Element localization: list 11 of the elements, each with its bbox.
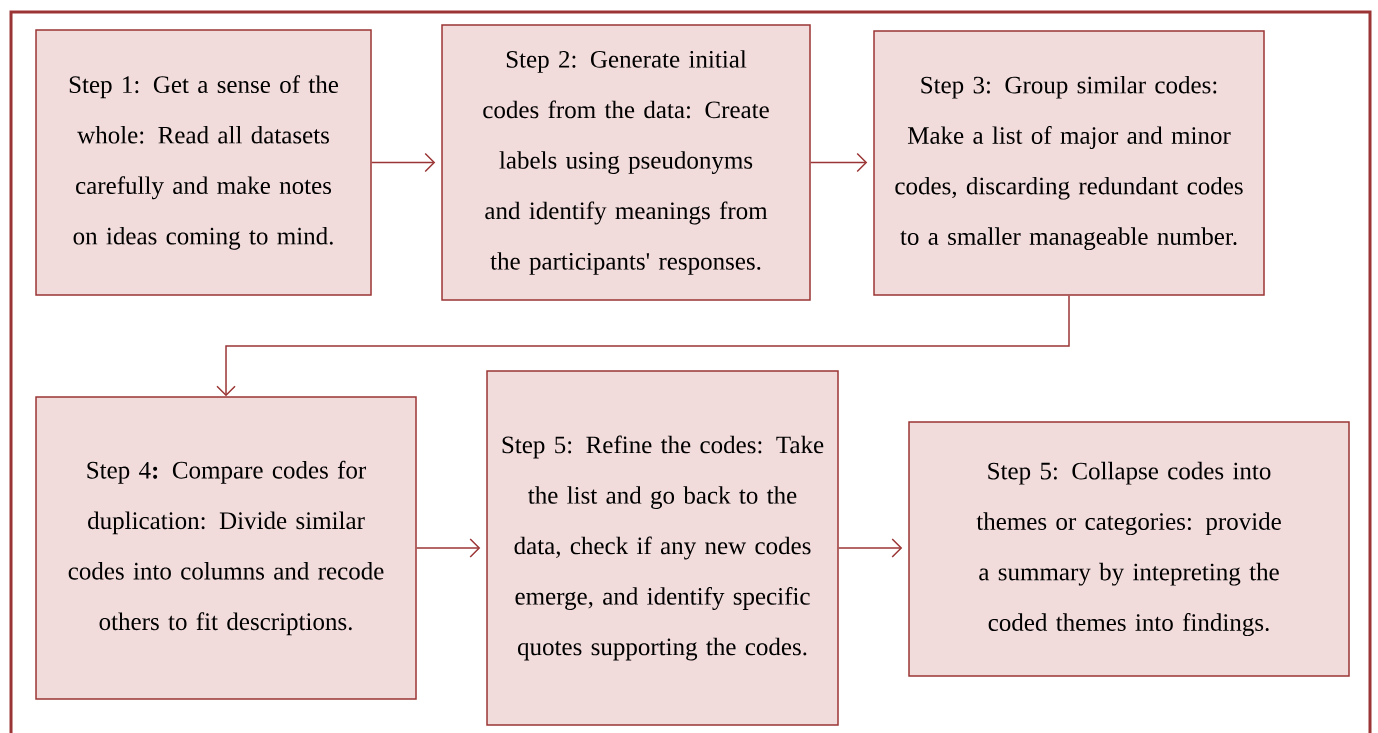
step-box: Step 5: Refine the codes: Take the list and go back to the data, check if any new codes emerge, and identify specific quotes supporting the codes. xyxy=(486,370,839,726)
step-box: Step 4: Compare codes for duplication: Divide similar codes into columns and recode others to fit descriptions. xyxy=(35,396,417,700)
arrow xyxy=(838,538,903,558)
arrow xyxy=(216,295,1070,397)
arrow xyxy=(810,152,868,173)
step-box: Step 3: Group similar codes: Make a list of major and minor codes, discarding redundant codes to a smaller manageable number. xyxy=(873,30,1265,296)
arrow xyxy=(371,152,436,173)
arrow xyxy=(416,538,481,558)
step-box: Step 1: Get a sense of the whole: Read all datasets carefully and make notes on ideas coming to mind. xyxy=(35,29,372,296)
step-box: Step 5: Collapse codes into themes or categories: provide a summary by intepreting the coded themes into findings. xyxy=(908,421,1350,677)
step-box: Step 2: Generate initial codes from the data: Create labels using pseudonyms and identify meanings from the participants' responses. xyxy=(441,24,811,301)
